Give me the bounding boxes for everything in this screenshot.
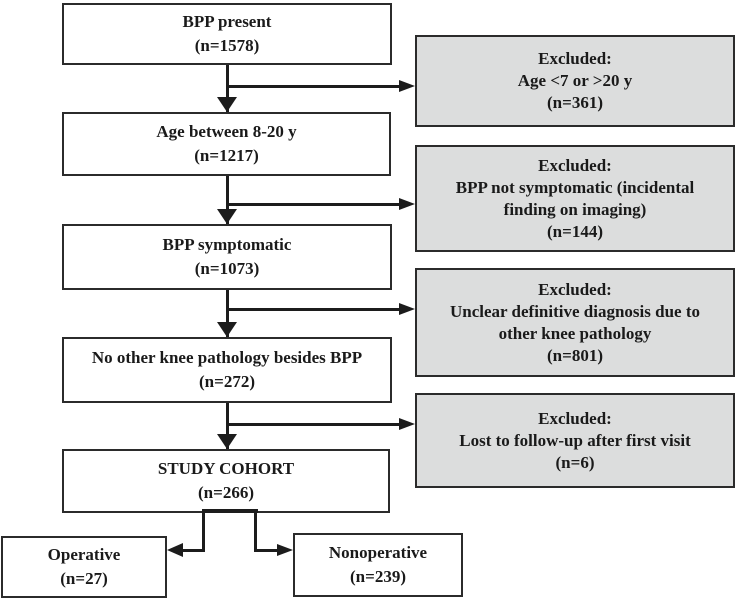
split-right-stem <box>254 513 257 552</box>
box-count: (n=1217) <box>194 146 259 165</box>
box-label: STUDY COHORT <box>157 459 295 478</box>
excluded-count: (n=144) <box>547 221 603 241</box>
excluded-count: (n=6) <box>555 452 595 472</box>
flow-box-bpp-present: BPP present (n=1578) <box>62 3 392 65</box>
excluded-reason: BPP not symptomatic (incidental finding … <box>455 177 695 219</box>
flow-box-age-between-8-20: Age between 8-20 y (n=1217) <box>62 112 391 176</box>
branch-line-4 <box>226 423 400 426</box>
box-count: (n=272) <box>199 372 255 391</box>
split-right-arm <box>254 549 277 552</box>
excluded-header: Excluded: <box>538 155 612 175</box>
excluded-count: (n=801) <box>547 345 603 365</box>
flow-box-operative: Operative (n=27) <box>1 536 167 598</box>
arrow-left-icon-operative <box>167 543 183 557</box>
box-label: No other knee pathology besides BPP <box>91 348 363 367</box>
flow-box-excluded-unclear-diagnosis: Excluded: Unclear definitive diagnosis d… <box>415 268 735 377</box>
excluded-reason: Lost to follow-up after first visit <box>459 430 691 450</box>
box-count: (n=27) <box>60 569 108 588</box>
box-label: Operative <box>47 545 121 564</box>
arrow-down-icon-2 <box>217 209 237 224</box>
split-left-arm <box>183 549 205 552</box>
flow-box-excluded-not-symptomatic: Excluded: BPP not symptomatic (incidenta… <box>415 145 735 252</box>
arrow-down-icon-1 <box>217 97 237 112</box>
connector-line-3 <box>226 290 229 337</box>
connector-line-4 <box>226 403 229 449</box>
arrow-down-icon-3 <box>217 322 237 337</box>
branch-line-3 <box>226 308 400 311</box>
arrow-down-icon-4 <box>217 434 237 449</box>
connector-line-2 <box>226 176 229 224</box>
box-label: Nonoperative <box>328 543 428 562</box>
box-count: (n=1578) <box>194 36 260 55</box>
connector-line-1 <box>226 65 229 112</box>
branch-line-2 <box>226 203 400 206</box>
box-label: BPP symptomatic <box>162 235 292 254</box>
arrow-right-icon-4 <box>399 418 415 430</box>
excluded-reason: Age <7 or >20 y <box>517 71 633 90</box>
flow-box-study-cohort: STUDY COHORT (n=266) <box>62 449 390 513</box>
excluded-reason: Unclear definitive diagnosis due to othe… <box>450 301 700 343</box>
excluded-header: Excluded: <box>538 49 612 68</box>
arrow-right-icon-nonoperative <box>277 544 293 556</box>
arrow-right-icon-3 <box>399 303 415 315</box>
split-left-stem <box>202 513 205 552</box>
split-trunk-line <box>202 509 258 513</box>
box-label: BPP present <box>182 12 272 31</box>
branch-line-1 <box>226 85 400 88</box>
box-label: Age between 8-20 y <box>156 122 297 141</box>
excluded-header: Excluded: <box>538 408 612 428</box>
box-count: (n=239) <box>350 567 406 586</box>
box-count: (n=1073) <box>194 259 260 278</box>
box-count: (n=266) <box>198 483 254 502</box>
flow-box-excluded-lost-followup: Excluded: Lost to follow-up after first … <box>415 393 735 488</box>
flow-box-excluded-age: Excluded: Age <7 or >20 y (n=361) <box>415 35 735 127</box>
excluded-header: Excluded: <box>538 279 612 299</box>
flow-box-nonoperative: Nonoperative (n=239) <box>293 533 463 597</box>
arrow-right-icon-1 <box>399 80 415 92</box>
excluded-count: (n=361) <box>547 93 603 112</box>
flow-box-bpp-symptomatic: BPP symptomatic (n=1073) <box>62 224 392 290</box>
arrow-right-icon-2 <box>399 198 415 210</box>
flow-box-no-other-knee-pathology: No other knee pathology besides BPP (n=2… <box>62 337 392 403</box>
